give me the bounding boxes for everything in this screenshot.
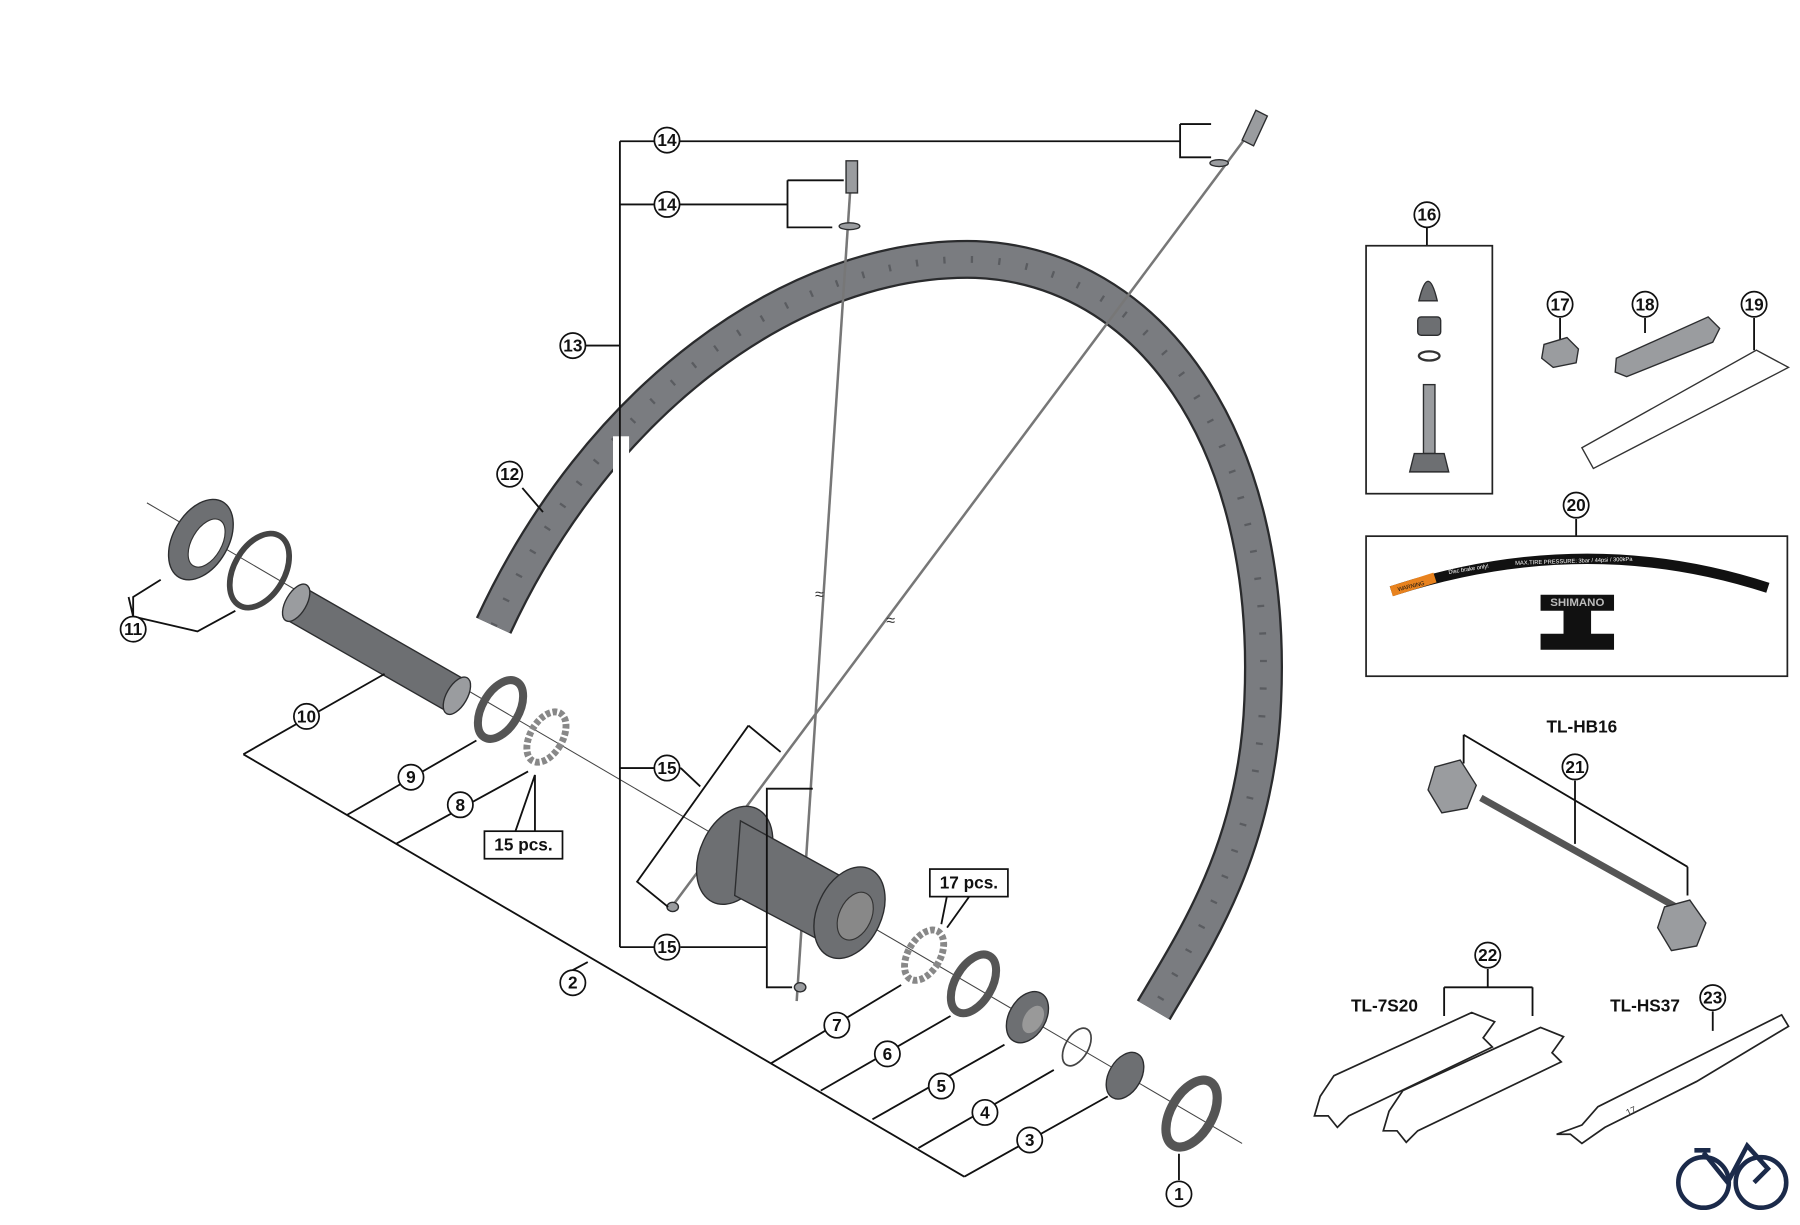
callout-23: 23 — [1699, 984, 1727, 1012]
svg-text:5: 5 — [937, 1076, 947, 1096]
hub-tool — [1427, 759, 1707, 952]
decal-pressure: MAX.TIRE PRESSURE: 3bar / 44psi / 300kPa — [1515, 557, 1633, 567]
svg-text:13: 13 — [563, 336, 582, 356]
bike-logo-icon — [1676, 1141, 1789, 1211]
ball-retainer — [523, 708, 570, 766]
nipple-icon — [845, 160, 859, 194]
svg-text:2: 2 — [568, 973, 578, 993]
svg-text:15: 15 — [657, 758, 677, 778]
svg-text:10: 10 — [297, 706, 316, 726]
callout-16: 16 — [1413, 201, 1441, 229]
decal-brand: SHIMANO — [1550, 597, 1604, 609]
rim — [475, 239, 1283, 1021]
callout-12: 12 — [496, 460, 524, 488]
svg-text:15 pcs.: 15 pcs. — [494, 835, 552, 855]
callout-7: 7 — [823, 1011, 851, 1039]
callout-8: 8 — [446, 791, 474, 819]
cone-wrench-icon — [1313, 1011, 1496, 1129]
callout-9: 9 — [397, 763, 425, 791]
cone-wrench-icon — [1382, 1026, 1565, 1144]
callout-22: 22 — [1474, 941, 1502, 969]
quantity-label-15: 15 pcs. — [483, 830, 564, 860]
callout-14-top: 14 — [653, 126, 681, 154]
svg-text:6: 6 — [883, 1044, 893, 1064]
svg-text:21: 21 — [1565, 757, 1585, 777]
svg-text:1: 1 — [1174, 1184, 1184, 1204]
callout-19: 19 — [1740, 290, 1768, 318]
callout-13: 13 — [559, 332, 587, 360]
lock-ring — [167, 498, 293, 611]
ball-retainer — [901, 926, 948, 984]
svg-text:20: 20 — [1567, 495, 1586, 515]
callout-4: 4 — [971, 1098, 999, 1126]
callout-6: 6 — [873, 1040, 901, 1068]
callout-3: 3 — [1016, 1126, 1044, 1154]
wrench-size: 17 — [1624, 1104, 1637, 1117]
callout-10: 10 — [293, 702, 320, 730]
spacer — [1005, 990, 1050, 1044]
svg-text:≈: ≈ — [815, 585, 824, 603]
callout-15-bottom: 15 — [653, 933, 681, 961]
svg-text:12: 12 — [500, 464, 519, 484]
callout-18: 18 — [1631, 290, 1659, 318]
tool-label-hb16: TL-HB16 — [1547, 716, 1618, 736]
callout-2: 2 — [559, 969, 587, 997]
pedal-wrench-icon: 17 — [1556, 1013, 1790, 1145]
callout-20: 20 — [1562, 491, 1590, 519]
tool-label-hs37: TL-HS37 — [1610, 995, 1680, 1015]
callout-14-inner: 14 — [653, 190, 681, 218]
tubeless-valve — [1408, 280, 1450, 473]
callout-1: 1 — [1165, 1180, 1193, 1208]
callout-5: 5 — [927, 1072, 955, 1100]
svg-text:17: 17 — [1551, 294, 1570, 314]
o-ring — [1061, 1027, 1092, 1067]
svg-text:18: 18 — [1635, 294, 1655, 314]
svg-text:23: 23 — [1703, 988, 1722, 1008]
nipple-icon — [1241, 109, 1269, 147]
callout-21: 21 — [1561, 753, 1589, 781]
decal-box — [1365, 535, 1789, 678]
rim-decal: WARNING Disc brake only! MAX.TIRE PRESSU… — [1389, 553, 1770, 650]
svg-text:15: 15 — [657, 937, 677, 957]
valve-box — [1365, 244, 1494, 495]
svg-text:≈: ≈ — [886, 612, 895, 630]
svg-text:14: 14 — [657, 194, 677, 214]
quantity-label-17: 17 pcs. — [928, 868, 1009, 898]
svg-text:7: 7 — [832, 1015, 842, 1035]
svg-text:19: 19 — [1745, 294, 1764, 314]
callout-17: 17 — [1546, 290, 1574, 318]
tool-label-7s20: TL-7S20 — [1351, 995, 1418, 1015]
svg-text:11: 11 — [124, 619, 143, 639]
cone — [946, 950, 1001, 1018]
svg-text:14: 14 — [657, 130, 677, 150]
cone-nut — [473, 676, 528, 743]
svg-text:4: 4 — [980, 1102, 990, 1122]
spoke-key-icon — [1614, 316, 1721, 378]
callout-15-top: 15 — [653, 754, 681, 782]
freehub-body — [281, 583, 472, 716]
svg-text:16: 16 — [1417, 205, 1436, 225]
rim-tape-icon — [1580, 349, 1790, 470]
svg-text:8: 8 — [456, 795, 466, 815]
callout-11: 11 — [119, 615, 147, 643]
valve-tool-icon — [1540, 336, 1580, 369]
lock-nut — [1105, 1051, 1145, 1100]
svg-text:22: 22 — [1478, 945, 1497, 965]
svg-text:3: 3 — [1025, 1130, 1035, 1150]
hub-body — [695, 805, 886, 960]
dust-cap — [1161, 1075, 1222, 1152]
svg-text:17 pcs.: 17 pcs. — [940, 873, 998, 893]
svg-text:9: 9 — [406, 767, 416, 787]
